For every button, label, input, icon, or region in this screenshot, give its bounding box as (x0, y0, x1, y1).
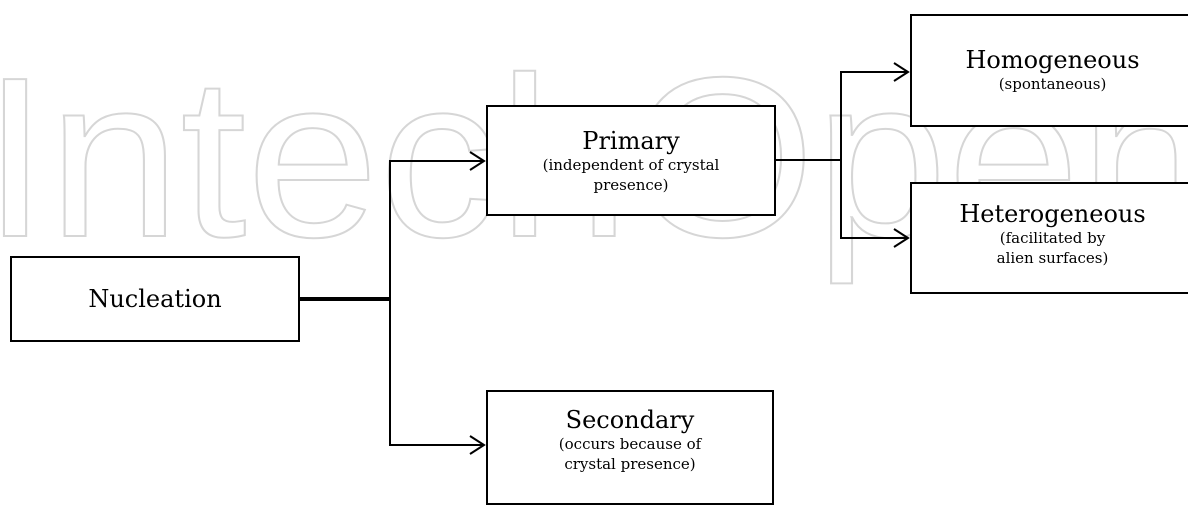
homogeneous-title: Homogeneous (965, 46, 1140, 74)
heterogeneous-title: Heterogeneous (959, 200, 1146, 228)
arrowhead-homogeneous (893, 62, 910, 82)
secondary-description-line2: crystal presence) (564, 455, 696, 473)
node-heterogeneous: Heterogeneous (facilitated by alien surf… (910, 182, 1188, 294)
arrowhead-primary (469, 151, 486, 171)
arrowhead-secondary (469, 435, 486, 455)
arrowhead-heterogeneous (893, 228, 910, 248)
primary-description-line1: (independent of crystal (542, 155, 720, 174)
nucleation-title: Nucleation (88, 285, 222, 313)
node-primary: Primary (independent of crystal presence… (486, 105, 776, 216)
heterogeneous-description-line2: alien surfaces) (996, 249, 1109, 267)
node-nucleation: Nucleation (10, 256, 300, 342)
primary-title: Primary (582, 126, 680, 155)
primary-description-line2: presence) (593, 175, 669, 194)
node-homogeneous: Homogeneous (spontaneous) (910, 14, 1188, 127)
secondary-title: Secondary (565, 406, 695, 434)
secondary-description-line1: (occurs because of (558, 435, 702, 453)
homogeneous-description-line1: (spontaneous) (998, 75, 1107, 93)
node-secondary: Secondary (occurs because of crystal pre… (486, 390, 774, 505)
heterogeneous-description-line1: (facilitated by (999, 229, 1106, 247)
